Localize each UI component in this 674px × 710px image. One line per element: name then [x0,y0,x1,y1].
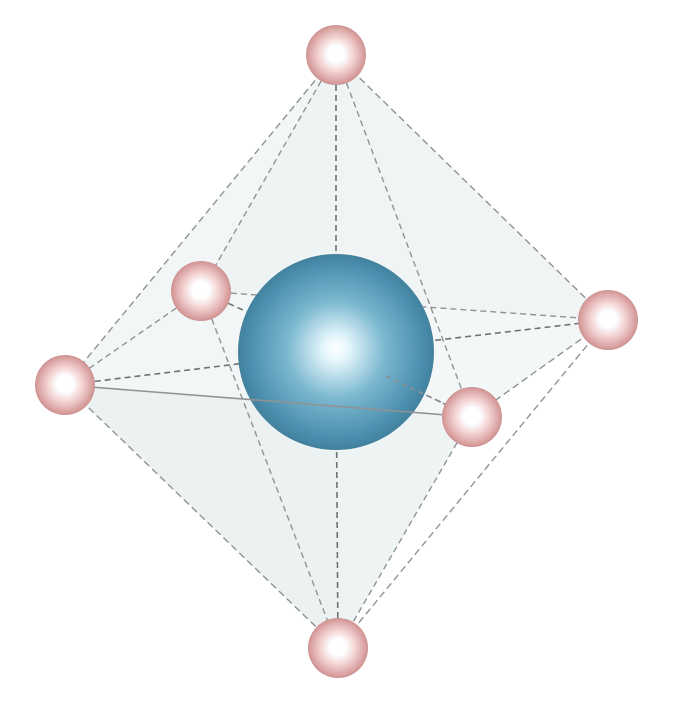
edge-top-frontright [335,54,473,418]
ligands [35,25,638,678]
edge-left-frontright [64,384,473,418]
face-right [336,55,608,648]
ligand-front-right [442,387,502,447]
edge-frontright-bottom [337,416,473,649]
face-left [65,55,338,648]
ligand-bottom [308,618,368,678]
face-front [65,385,472,648]
octahedron-faces [65,55,608,648]
edge-top-backleft [200,54,337,292]
edge-left-bottom [64,384,339,649]
ligand-back-left [171,261,231,321]
face-back [201,55,608,320]
edge-backleft-left [64,290,202,386]
edge-right-bottom [337,319,609,649]
ligand-top [306,25,366,85]
ligand-left [35,355,95,415]
bond-left [64,351,337,386]
edge-top-left [64,54,337,386]
front-edges [64,384,473,418]
edge-top-right [335,54,609,321]
front-bond-stub [385,375,473,418]
ligand-right [578,290,638,350]
edge-backleft-bottom [200,290,339,649]
central-atom [238,254,434,450]
